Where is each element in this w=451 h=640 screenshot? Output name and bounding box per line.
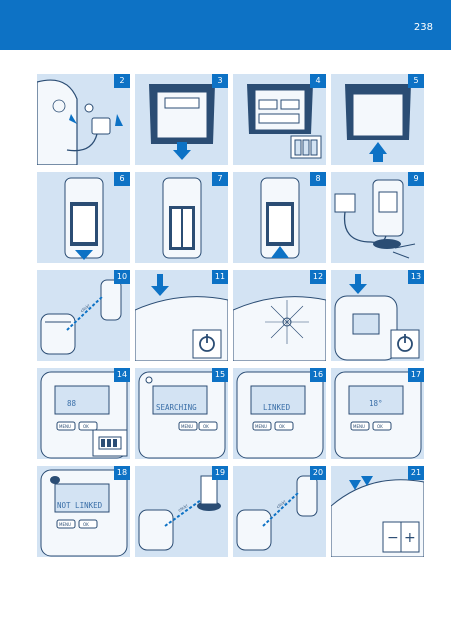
parent-unit-open-cover-illustration <box>64 177 104 260</box>
insert-batteries-illustration <box>247 84 322 159</box>
ok-label: OK <box>279 424 285 429</box>
step-panel-6: 6 <box>37 172 130 263</box>
step-panel-21: − + 21 <box>331 466 424 557</box>
baby-unit-click-illustration: click! <box>40 279 122 355</box>
menu-label: MENU <box>353 424 365 429</box>
volume-buttons-illustration: − + <box>331 476 424 557</box>
lcd-status-text: SEARCHING <box>156 403 197 412</box>
step-panel-14: 88 MENU OK 14 <box>37 368 130 459</box>
step-number: 13 <box>408 270 424 284</box>
linked-illustration: LINKED MENU OK <box>236 371 324 459</box>
charger-click-illustration: click! <box>138 475 221 551</box>
step-panel-7: 7 <box>135 172 228 263</box>
step-number: 6 <box>114 172 130 186</box>
minus-label: − <box>387 530 399 546</box>
step-panel-18: NOT LINKED MENU OK 18 <box>37 466 130 557</box>
step-panel-4: 4 <box>233 74 326 165</box>
menu-label: MENU <box>181 424 193 429</box>
click-text: click! <box>79 303 90 313</box>
step-number: 7 <box>212 172 228 186</box>
step-number: 21 <box>408 466 424 480</box>
step-number: 18 <box>114 466 130 480</box>
charger-connect-illustration <box>334 179 416 259</box>
ok-label: OK <box>377 424 383 429</box>
battery-cover-open-illustration <box>149 84 215 160</box>
lcd-status-text: LINKED <box>263 403 291 412</box>
baby-unit-power-on-illustration <box>135 274 228 361</box>
menu-label: MENU <box>59 424 71 429</box>
step-number: 5 <box>408 74 424 88</box>
step-panel-5: 5 <box>331 74 424 165</box>
searching-illustration: SEARCHING MENU OK <box>138 371 226 459</box>
step-panel-16: LINKED MENU OK 16 <box>233 368 326 459</box>
page-number: 238 <box>413 22 433 33</box>
parent-unit-power-on-illustration <box>334 274 420 361</box>
step-panel-13: 13 <box>331 270 424 361</box>
step-number: 19 <box>212 466 228 480</box>
plus-label: + <box>404 530 416 546</box>
header-bar: 238 <box>0 0 451 50</box>
step-number: 9 <box>408 172 424 186</box>
step-number: 12 <box>310 270 326 284</box>
step-panel-12: 12 <box>233 270 326 361</box>
step-number: 8 <box>310 172 326 186</box>
step-panel-17: 18° MENU OK 17 <box>331 368 424 459</box>
units-click-illustration: click! <box>236 475 318 551</box>
parent-unit-batteries-illustration <box>162 177 202 259</box>
step-number: 11 <box>212 270 228 284</box>
sound-alert-icon <box>50 476 60 484</box>
step-panel-2: 2 <box>37 74 130 165</box>
step-number: 4 <box>310 74 326 88</box>
step-number: 17 <box>408 368 424 382</box>
step-panel-9: 9 <box>331 172 424 263</box>
not-linked-illustration: NOT LINKED MENU OK <box>40 469 128 557</box>
instruction-grid: 2 3 4 5 <box>37 74 425 557</box>
ok-label: OK <box>83 522 89 527</box>
lcd-status-text: NOT LINKED <box>57 501 103 510</box>
lcd-digits: 88 <box>67 399 77 408</box>
ok-label: OK <box>83 424 89 429</box>
step-number: 14 <box>114 368 130 382</box>
ok-label: OK <box>203 424 209 429</box>
battery-cover-close-illustration <box>345 84 411 162</box>
baby-unit-light-illustration <box>233 296 326 361</box>
menu-label: MENU <box>255 424 267 429</box>
step-number: 2 <box>114 74 130 88</box>
step-panel-20: click! 20 <box>233 466 326 557</box>
menu-label: MENU <box>59 522 71 527</box>
temperature-display-illustration: 18° MENU OK <box>334 371 422 459</box>
step-panel-3: 3 <box>135 74 228 165</box>
step-panel-10: click! 10 <box>37 270 130 361</box>
step-panel-15: SEARCHING MENU OK 15 <box>135 368 228 459</box>
parent-unit-close-cover-illustration <box>260 177 300 259</box>
battery-status-illustration: 88 MENU OK <box>40 371 128 459</box>
click-text: click! <box>177 503 189 513</box>
step-panel-8: 8 <box>233 172 326 263</box>
temperature-text: 18° <box>369 399 383 408</box>
step-panel-19: click! 19 <box>135 466 228 557</box>
adapter-plug-illustration <box>37 79 123 165</box>
step-number: 20 <box>310 466 326 480</box>
step-panel-11: 11 <box>135 270 228 361</box>
step-number: 15 <box>212 368 228 382</box>
step-number: 16 <box>310 368 326 382</box>
step-number: 3 <box>212 74 228 88</box>
click-text: click! <box>275 499 286 509</box>
step-number: 10 <box>114 270 130 284</box>
